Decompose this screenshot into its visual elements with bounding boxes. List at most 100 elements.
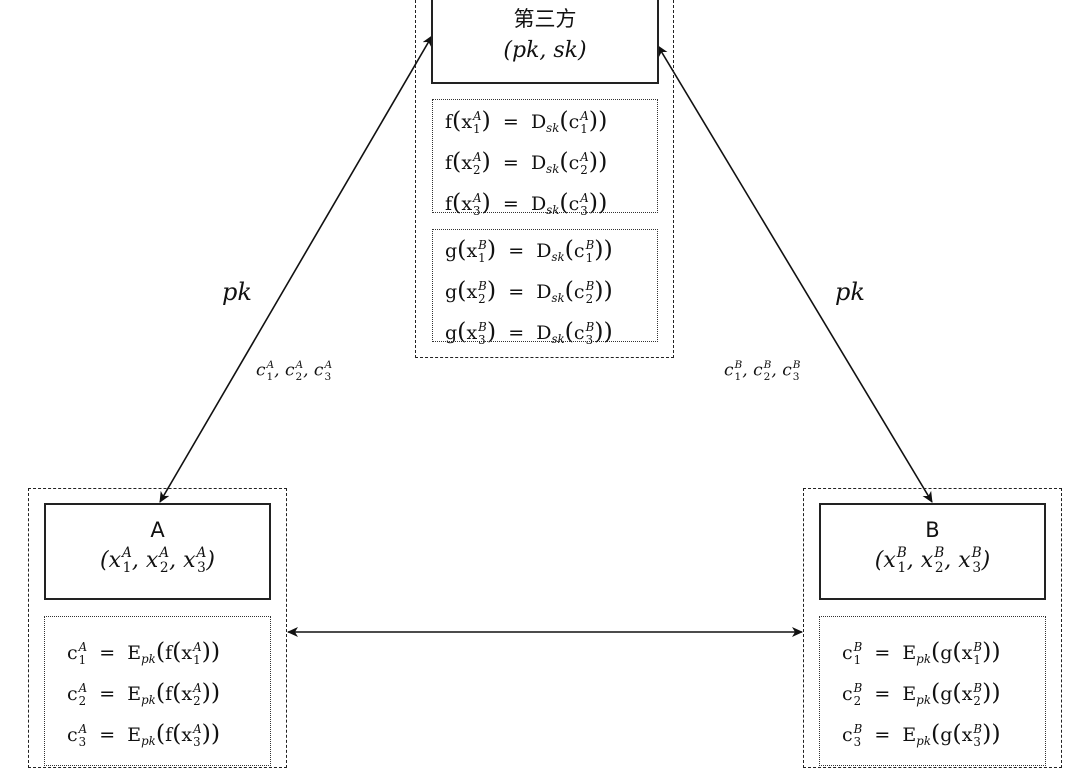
- cipher-var: c: [256, 360, 266, 381]
- subscript: 3: [853, 734, 862, 749]
- equals: =: [99, 642, 116, 664]
- superscript: B: [973, 721, 983, 736]
- superscript: B: [763, 359, 772, 371]
- superscript: B: [853, 680, 863, 695]
- paren: ): [594, 317, 604, 346]
- equals: =: [874, 724, 891, 747]
- subscript: 1: [473, 121, 481, 136]
- paren: ): [982, 637, 992, 665]
- key-subscript: pk: [141, 734, 156, 749]
- paren: ): [603, 276, 613, 305]
- superscript: A: [78, 680, 88, 695]
- function-name: f: [445, 152, 453, 175]
- encrypt-fn: E: [127, 724, 142, 747]
- paren: ): [486, 317, 497, 346]
- variable: x: [183, 548, 196, 574]
- paren: (: [564, 235, 574, 263]
- superscript: B: [971, 545, 982, 561]
- superscript: B: [792, 359, 801, 371]
- function-name: g: [940, 724, 953, 747]
- third-party-box: 第三方 (pk, sk): [431, 0, 659, 84]
- cipher-var: c: [724, 360, 734, 381]
- superscript: B: [896, 545, 907, 561]
- subscript: 3: [580, 203, 588, 218]
- variable: x: [883, 548, 896, 574]
- paren: ): [991, 678, 1001, 707]
- cipher-var: c: [313, 360, 324, 381]
- cipher-var: c: [753, 360, 763, 381]
- cipher-var: c: [284, 360, 295, 381]
- cipher-var: c: [67, 724, 78, 747]
- superscript: B: [478, 278, 487, 293]
- equals: =: [502, 152, 519, 175]
- subscript: 1: [78, 652, 87, 667]
- cipher-var: c: [568, 193, 580, 216]
- paren: ): [201, 678, 211, 707]
- cipher-var: c: [573, 281, 585, 304]
- superscript: A: [580, 108, 589, 123]
- cipher-var: c: [67, 642, 78, 664]
- paren: (: [564, 317, 574, 346]
- paren: ): [481, 106, 491, 134]
- subscript: 3: [585, 332, 594, 347]
- paren: ): [486, 276, 497, 305]
- paren: (: [452, 106, 462, 134]
- paren: (: [952, 719, 962, 748]
- superscript: A: [78, 721, 88, 736]
- party-b-title: B: [925, 518, 940, 542]
- subscript: 2: [473, 162, 481, 177]
- subscript: 1: [734, 370, 742, 383]
- paren: (: [155, 719, 166, 748]
- superscript: B: [478, 319, 487, 334]
- paren: ): [598, 188, 608, 217]
- equals: =: [508, 240, 525, 262]
- cipher-var: c: [573, 322, 585, 345]
- paren: ): [982, 678, 992, 707]
- subscript: 2: [295, 370, 303, 383]
- function-name: f: [445, 193, 453, 216]
- paren: (: [952, 678, 962, 707]
- paren: ): [588, 188, 599, 217]
- subscript: 1: [122, 559, 132, 576]
- function-name: f: [165, 642, 173, 664]
- subscript: 2: [78, 693, 87, 708]
- cipher-var: c: [842, 642, 853, 664]
- encrypt-fn: E: [127, 683, 142, 706]
- subscript: 1: [478, 250, 486, 265]
- superscript: B: [934, 545, 945, 561]
- paren: ): [603, 235, 613, 263]
- superscript: A: [473, 108, 482, 123]
- equals: =: [502, 111, 519, 133]
- cipher-var: c: [568, 152, 580, 175]
- encrypt-fn: E: [902, 683, 917, 706]
- superscript: A: [159, 545, 170, 561]
- superscript: A: [580, 149, 589, 164]
- variable: x: [461, 111, 473, 133]
- superscript: B: [585, 278, 595, 293]
- cipher-var: c: [568, 111, 580, 133]
